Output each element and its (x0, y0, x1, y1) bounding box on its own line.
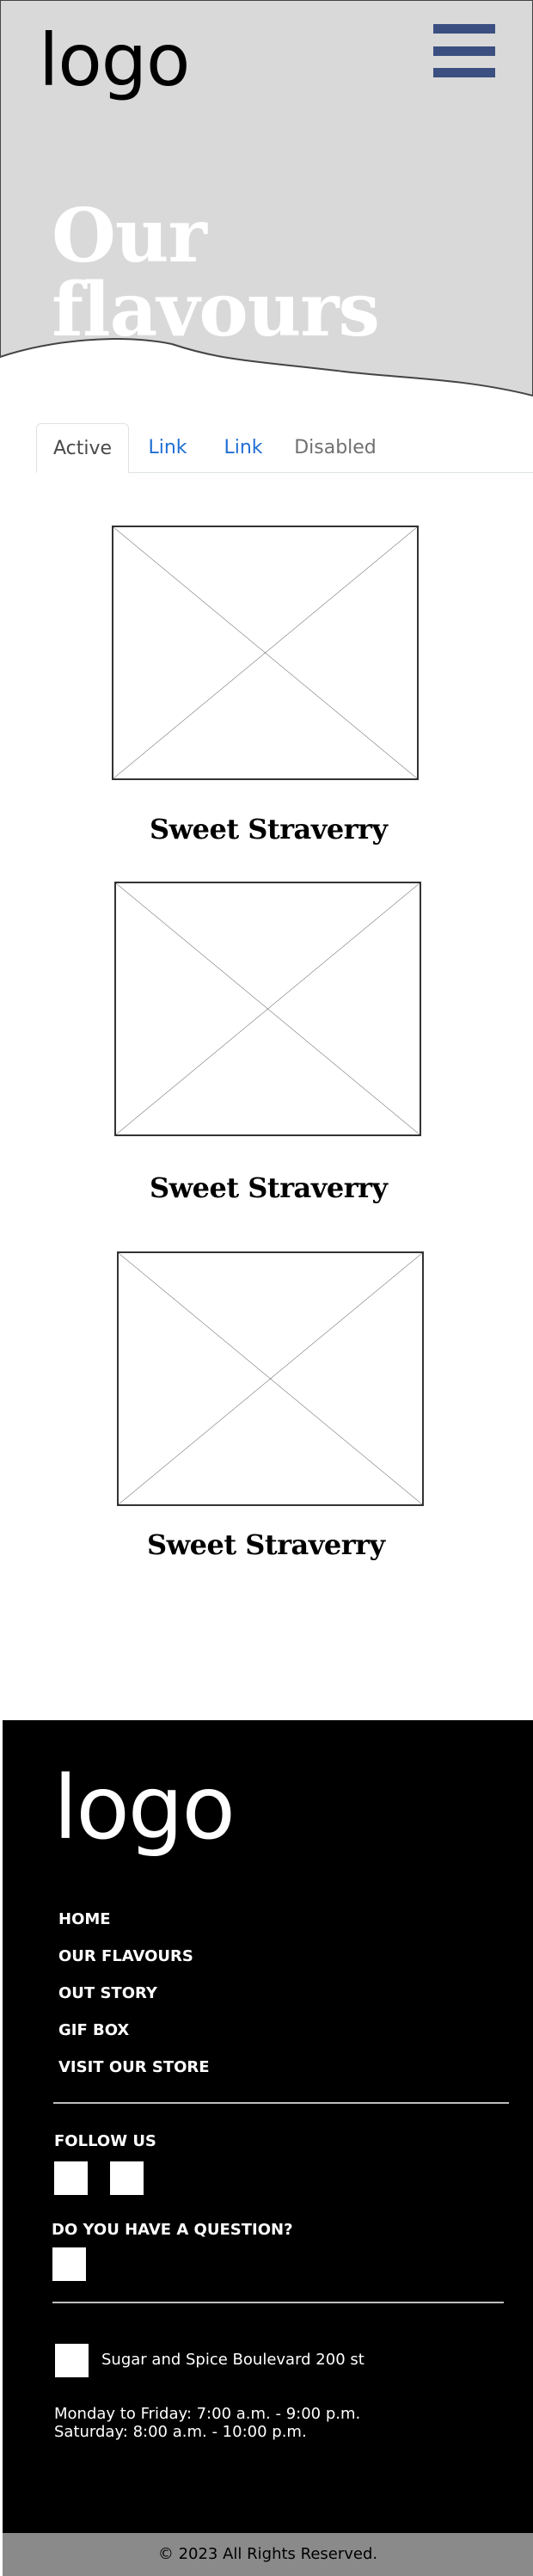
product-name[interactable]: Sweet Straverry (150, 1171, 388, 1204)
product-name[interactable]: Sweet Straverry (147, 1528, 385, 1561)
hero-wave-background (0, 0, 533, 397)
contact-icon[interactable] (52, 2247, 86, 2281)
header-logo[interactable]: logo (39, 18, 190, 102)
placeholder-image-icon (113, 527, 417, 778)
footer-divider (53, 2102, 509, 2104)
footer-nav-home[interactable]: HOME (58, 1910, 111, 1928)
footer-nav-our-flavours[interactable]: OUR FLAVOURS (58, 1947, 193, 1965)
social-icon-2[interactable] (110, 2161, 144, 2195)
opening-hours-weekdays: Monday to Friday: 7:00 a.m. - 9:00 p.m. (54, 2405, 361, 2423)
footer-divider (52, 2302, 504, 2303)
store-address: Sugar and Spice Boulevard 200 st (101, 2351, 365, 2369)
footer (3, 1720, 533, 2576)
footer-nav-gift-box[interactable]: GIF BOX (58, 2021, 130, 2039)
question-heading: DO YOU HAVE A QUESTION? (52, 2221, 293, 2239)
footer-nav-our-story[interactable]: OUT STORY (58, 1984, 157, 2002)
follow-us-heading: FOLLOW US (54, 2132, 156, 2150)
product-name[interactable]: Sweet Straverry (150, 813, 388, 845)
tab-disabled: Disabled (294, 437, 377, 458)
tab-active[interactable]: Active (36, 423, 129, 473)
placeholder-image-icon (119, 1253, 422, 1504)
tab-bar: Active Link Link Disabled (36, 423, 533, 473)
copyright-bar: © 2023 All Rights Reserved. (3, 2533, 533, 2576)
tab-bar-divider (36, 472, 533, 473)
placeholder-image-icon (116, 883, 420, 1134)
product-image-placeholder[interactable] (112, 526, 419, 780)
product-image-placeholder[interactable] (114, 882, 421, 1136)
tab-link-1[interactable]: Link (148, 437, 187, 458)
opening-hours-saturday: Saturday: 8:00 a.m. - 10:00 p.m. (54, 2423, 307, 2441)
copyright-text: © 2023 All Rights Reserved. (157, 2545, 378, 2563)
social-icon-1[interactable] (54, 2161, 88, 2195)
hamburger-menu-icon[interactable] (433, 24, 495, 79)
hero-section (0, 0, 533, 404)
footer-logo[interactable]: logo (53, 1757, 236, 1860)
footer-nav-visit-store[interactable]: VISIT OUR STORE (58, 2058, 210, 2076)
product-image-placeholder[interactable] (117, 1251, 424, 1506)
page-title: Our flavours (52, 193, 380, 354)
tab-link-2[interactable]: Link (224, 437, 263, 458)
location-icon (55, 2344, 89, 2377)
